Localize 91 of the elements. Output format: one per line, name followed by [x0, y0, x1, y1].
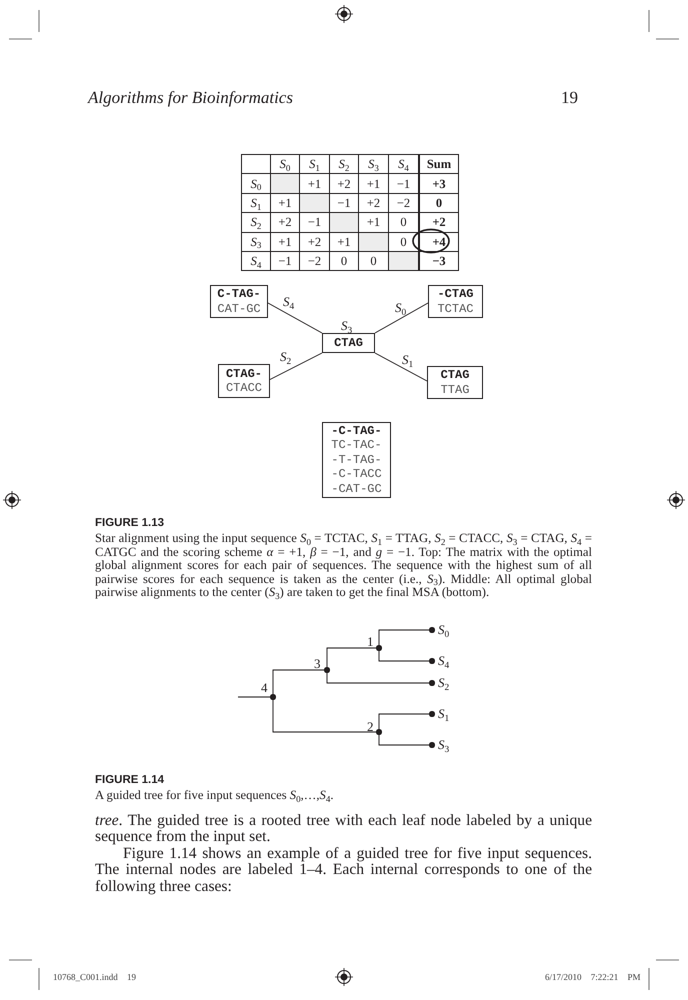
column-header: Sum	[419, 154, 458, 174]
figure-caption: Star alignment using the input sequence S$_{0}$ = TCTAC, S$_{1}$ = TTAG, S$_{2}$ = CTACC, S$_{3}$ = CTAG, S$_{4}$ = CATGC and the scoring scheme α = +1, β = −1, and g = −1. Top: The matrix with the optimal global alignment scores for each pair of sequences. The sequence with the highest sum of all pairwise scores for each sequence is taken as the center (i.e., S$_{3}$). Middle: All optimal global pairwise alignments to the center (S$_{3}$) are taken to get the final MSA (bottom).	[95, 532, 592, 600]
running-head: Algorithms for Bioinformatics	[88, 88, 293, 108]
sum-value: +4	[419, 232, 458, 252]
tree-branch	[326, 672, 430, 684]
score-value: +2	[358, 193, 388, 213]
leaf-label: S$_{0}$	[438, 622, 450, 637]
sum-value: 0	[419, 193, 458, 213]
row-header: S$_{2}$	[242, 212, 270, 232]
aligned-sequence: CTAG	[334, 336, 363, 350]
column-header: S$_{2}$	[330, 154, 358, 174]
row-header: S$_{1}$	[242, 193, 270, 213]
tree-branch	[378, 630, 430, 646]
aligned-sequence: CTAG	[440, 368, 470, 382]
aligned-sequence: TCTAC	[437, 302, 474, 316]
tree-branch	[378, 734, 430, 746]
column-header: S$_{1}$	[300, 154, 330, 174]
aligned-sequence: -C-TACC	[331, 467, 382, 482]
sum-value: +3	[419, 174, 458, 194]
connector-line	[270, 352, 322, 380]
score-value: +1	[300, 174, 330, 194]
body-paragraph: Figure 1.14 shows an example of a guided tree for five input sequences. The internal nodes are labeled 1–4. Each internal corresponds to one of the following three cases:	[95, 846, 592, 896]
connector-line	[374, 352, 428, 382]
score-value: +2	[330, 174, 358, 194]
aligned-sequence: TTAG	[440, 382, 470, 397]
alignment-box	[210, 285, 268, 318]
alignment-box	[427, 366, 483, 399]
alignment-box	[428, 285, 483, 318]
tree-branch	[272, 699, 377, 732]
edge-label: S$_{2}$	[280, 349, 292, 364]
alignment-box	[218, 364, 270, 398]
aligned-sequence: TC-TAC-	[331, 438, 382, 453]
leaf-label: S$_{3}$	[438, 737, 450, 752]
row-header: S$_{3}$	[242, 232, 270, 252]
msa-box	[322, 422, 391, 498]
aligned-sequence: -CTAG	[437, 287, 474, 302]
dot-icon	[376, 645, 382, 651]
tree-branch	[378, 650, 430, 662]
leaf-label: S$_{4}$	[438, 653, 450, 668]
dot-icon	[376, 729, 382, 735]
score-value: +1	[358, 174, 388, 194]
dot-icon	[429, 711, 435, 717]
aligned-sequence: -C-TAG-	[331, 424, 382, 438]
score-value: +1	[358, 212, 388, 232]
aligned-sequence: CTACC	[226, 381, 262, 396]
node-number: 2	[367, 719, 374, 734]
alignment-box	[322, 333, 375, 353]
tree-branch	[238, 696, 271, 698]
leaf-label: S$_{2}$	[438, 675, 450, 690]
tree-branch	[378, 714, 430, 730]
row-header: S$_{4}$	[242, 251, 270, 271]
dot-icon	[324, 667, 330, 673]
score-value: +2	[270, 212, 300, 232]
figure-caption: A guided tree for five input sequences S$_{0}$,…,S$_{4}$.	[95, 789, 334, 802]
connector-line	[374, 302, 428, 334]
aligned-sequence: CTAG-	[226, 366, 262, 381]
sum-value: +2	[419, 212, 458, 232]
score-value: 0	[330, 251, 358, 271]
figure-label: FIGURE 1.13	[95, 516, 164, 530]
score-value: −1	[270, 251, 300, 271]
column-header: S$_{4}$	[388, 154, 419, 174]
node-number: 4	[261, 680, 268, 695]
leaf-label: S$_{1}$	[438, 706, 450, 721]
dot-icon	[429, 658, 435, 664]
edge-label: S$_{1}$	[402, 352, 414, 367]
edge-label: S$_{4}$	[283, 294, 294, 309]
tree-branch	[272, 670, 325, 695]
dot-icon	[429, 742, 435, 748]
edge-label: S$_{0}$	[395, 300, 406, 315]
sum-value: −3	[419, 251, 458, 271]
slug-text: 6/17/2010 7:22:21 PM	[545, 972, 641, 983]
score-value: +2	[300, 232, 330, 252]
score-value: +1	[270, 232, 300, 252]
node-number: 3	[314, 656, 320, 671]
aligned-sequence: C-TAG-	[217, 287, 261, 302]
page-number: 19	[561, 88, 578, 108]
figure-label: FIGURE 1.14	[95, 773, 164, 787]
sequence-label: S$_{3}$	[341, 318, 352, 333]
dot-icon	[270, 694, 276, 700]
connector-line	[268, 302, 322, 334]
dot-icon	[429, 627, 435, 633]
node-number: 1	[367, 634, 374, 649]
aligned-sequence: -T-TAG-	[331, 452, 382, 468]
score-value: −2	[300, 251, 330, 271]
body-paragraph: tree. The guided tree is a rooted tree with each leaf node labeled by a unique sequence from the input set.	[95, 813, 592, 846]
aligned-sequence: -CAT-GC	[331, 482, 382, 496]
tree-branch	[326, 648, 377, 668]
dot-icon	[429, 680, 435, 686]
column-header: S$_{3}$	[358, 154, 388, 174]
aligned-sequence: CAT-GC	[217, 302, 261, 316]
slug-text: 10768_C001.indd 19	[53, 972, 136, 983]
